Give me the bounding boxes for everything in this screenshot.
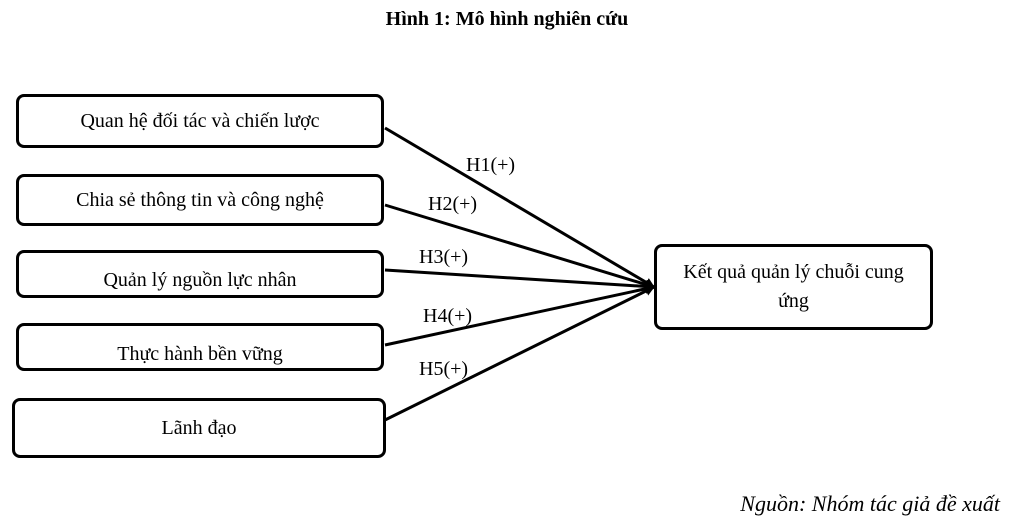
factor-label: Chia sẻ thông tin và công nghệ xyxy=(76,189,324,211)
hypothesis-label-h2: H2(+) xyxy=(428,193,478,215)
hypothesis-label-h1: H1(+) xyxy=(466,154,516,176)
factor-label: Lãnh đạo xyxy=(161,417,237,439)
figure-title: Hình 1: Mô hình nghiên cứu xyxy=(385,8,629,30)
arrow-h3 xyxy=(384,268,655,292)
factor-box-information-technology: Chia sẻ thông tin và công nghệ xyxy=(16,174,384,226)
arrow-h1 xyxy=(384,126,655,289)
outcome-box: Kết quả quản lý chuỗi cung ứng xyxy=(654,244,933,330)
factor-box-human-resources: Quản lý nguồn lực nhân xyxy=(16,250,384,298)
factor-box-partnership-strategy: Quan hệ đối tác và chiến lược xyxy=(16,94,384,148)
arrow-h2 xyxy=(384,203,655,290)
hypothesis-label-h3: H3(+) xyxy=(419,246,469,268)
arrow-h4 xyxy=(384,284,655,347)
hypothesis-label-h4: H4(+) xyxy=(423,305,473,327)
factor-label: Quan hệ đối tác và chiến lược xyxy=(80,110,320,132)
figure-source: Nguồn: Nhóm tác giả đề xuất xyxy=(740,491,1000,516)
factor-box-sustainable-practices: Thực hành bền vững xyxy=(16,323,384,371)
factor-label: Quản lý nguồn lực nhân xyxy=(103,269,297,291)
factor-box-leadership: Lãnh đạo xyxy=(12,398,386,458)
arrow-h5 xyxy=(384,285,655,422)
factor-label: Thực hành bền vững xyxy=(117,343,283,365)
outcome-label: Kết quả quản lý chuỗi cung ứng xyxy=(683,261,904,312)
hypothesis-label-h5: H5(+) xyxy=(419,358,469,380)
